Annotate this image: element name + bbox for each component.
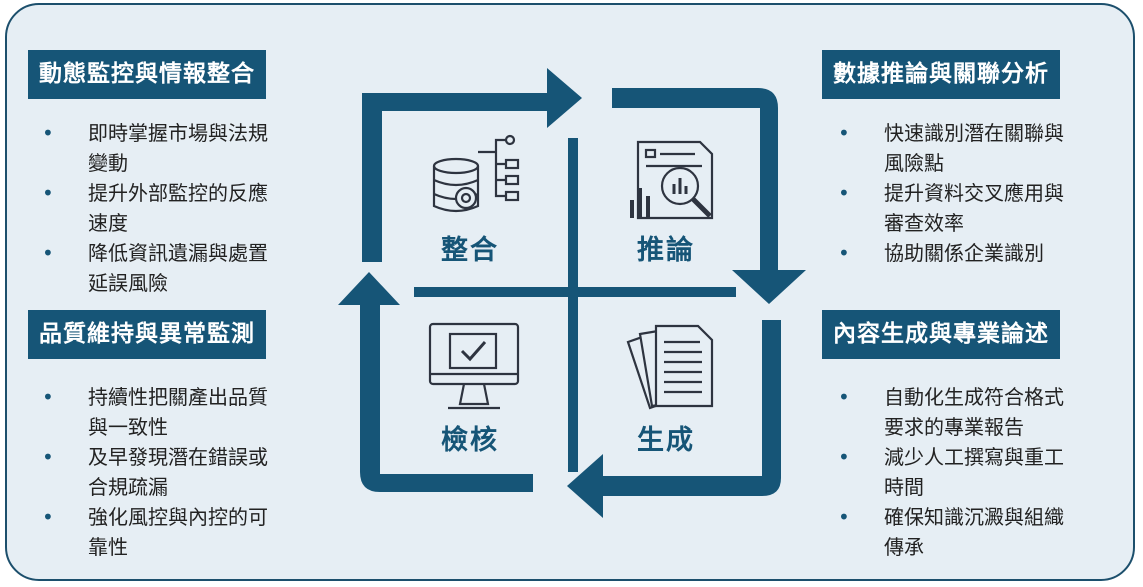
panel-title-generation: 內容生成與專業論述: [822, 310, 1060, 359]
cycle-segment-top-left: [362, 93, 382, 262]
panel-title-quality: 品質維持與異常監測: [28, 310, 266, 359]
quadrant-label-integrate: 整合: [441, 235, 499, 266]
arrow-top: [382, 68, 582, 128]
list-item: 協助關係企業識別: [838, 238, 1128, 268]
database-flow-icon: [432, 134, 520, 213]
quadrant-label-generate: 生成: [637, 425, 695, 456]
arrow-right: [612, 88, 806, 304]
quadrant-label-review: 檢核: [441, 425, 499, 456]
cross-vertical: [568, 138, 578, 472]
panel-title-analysis: 數據推論與關聯分析: [822, 50, 1060, 99]
panel-title-monitoring: 動態監控與情報整合: [28, 50, 266, 99]
arrow-bottom: [567, 320, 781, 518]
monitor-check-icon: [428, 322, 520, 410]
report-analysis-icon: [630, 140, 714, 220]
arrow-left: [338, 272, 533, 492]
quadrant-label-infer: 推論: [637, 235, 695, 266]
documents-icon: [626, 324, 714, 410]
